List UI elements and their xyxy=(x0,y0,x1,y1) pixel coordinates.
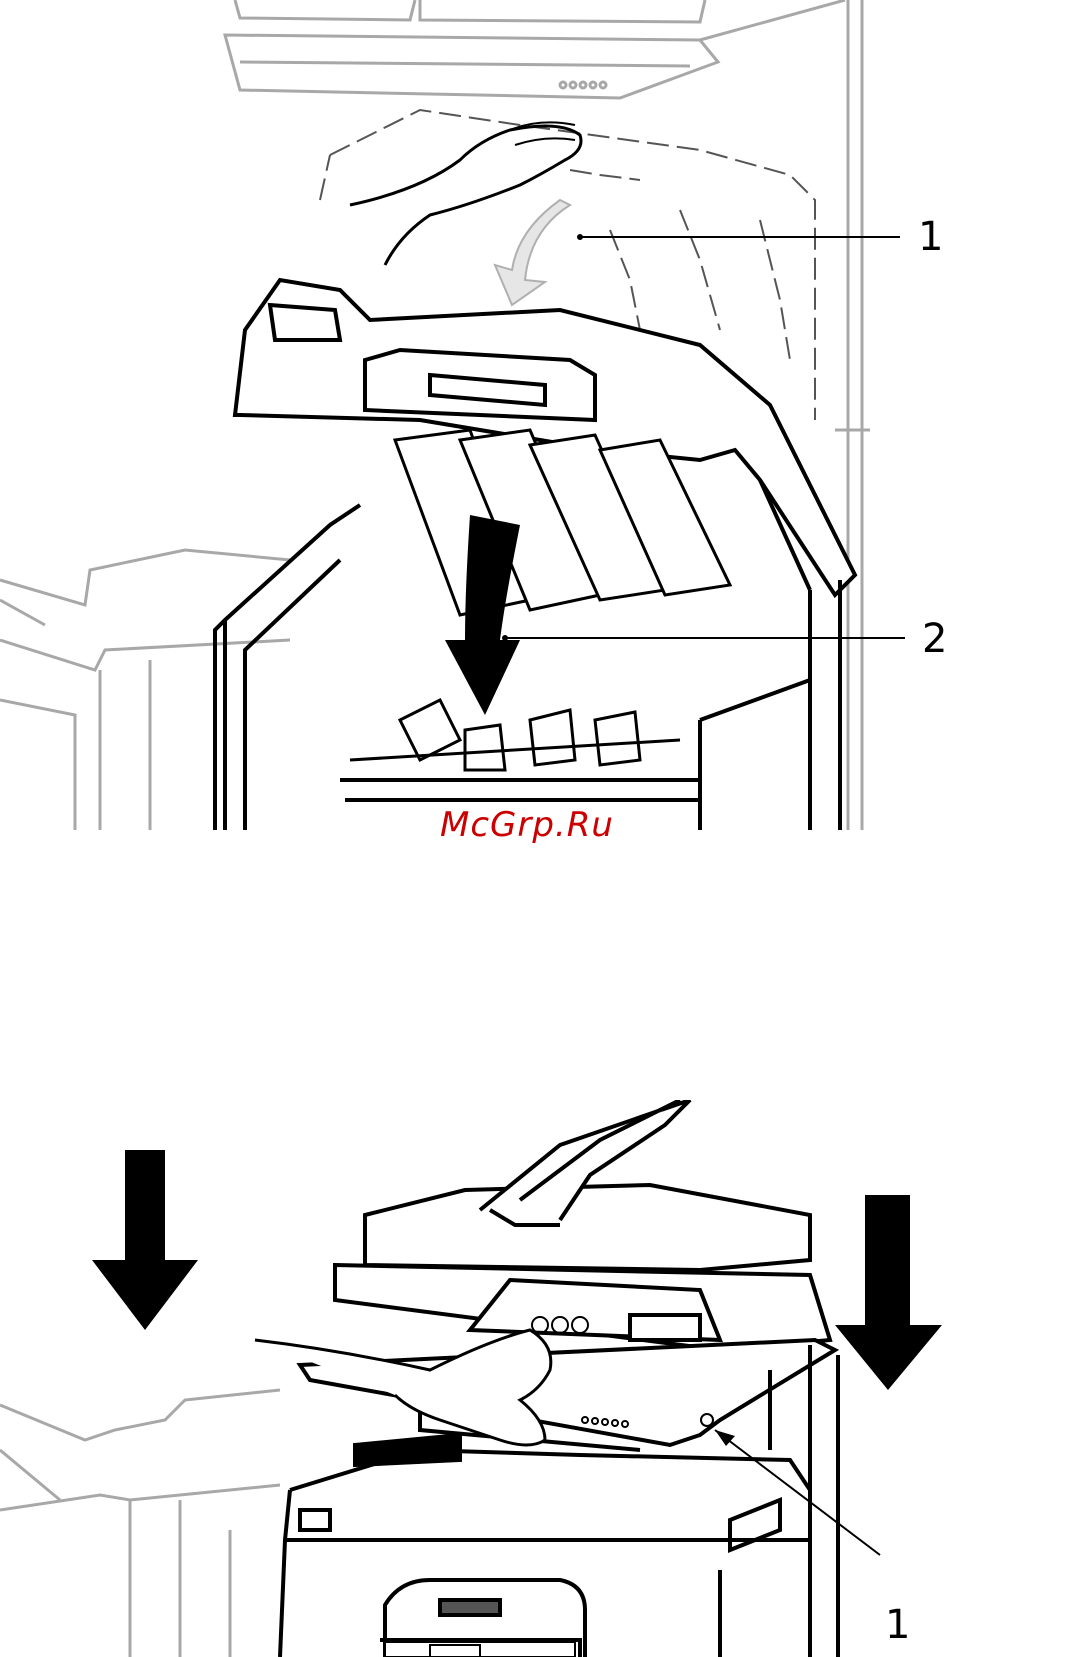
hand-icon xyxy=(350,126,581,265)
down-arrow-icon xyxy=(92,1150,198,1330)
bottom-illustration: 1 xyxy=(0,1100,1073,1657)
callout-label: 1 xyxy=(885,1602,910,1648)
watermark: McGrp.Ru xyxy=(440,805,614,845)
faded-finisher xyxy=(0,1390,280,1657)
callout-label: 2 xyxy=(922,616,947,662)
drum-cartridges xyxy=(350,430,730,770)
diagram-open-printer-cover: 1 2 xyxy=(0,0,1073,830)
scanner-adf xyxy=(335,1100,830,1350)
hand-icon xyxy=(255,1330,551,1445)
printer-body xyxy=(280,1435,810,1657)
control-panel xyxy=(385,1642,575,1657)
callout-label: 1 xyxy=(918,214,943,260)
down-arrow-icon xyxy=(835,1195,942,1390)
curved-arrow-icon xyxy=(495,200,570,305)
diagram-lower-scanner: 1 xyxy=(0,1100,1073,1657)
top-illustration: 1 2 xyxy=(0,0,1073,830)
